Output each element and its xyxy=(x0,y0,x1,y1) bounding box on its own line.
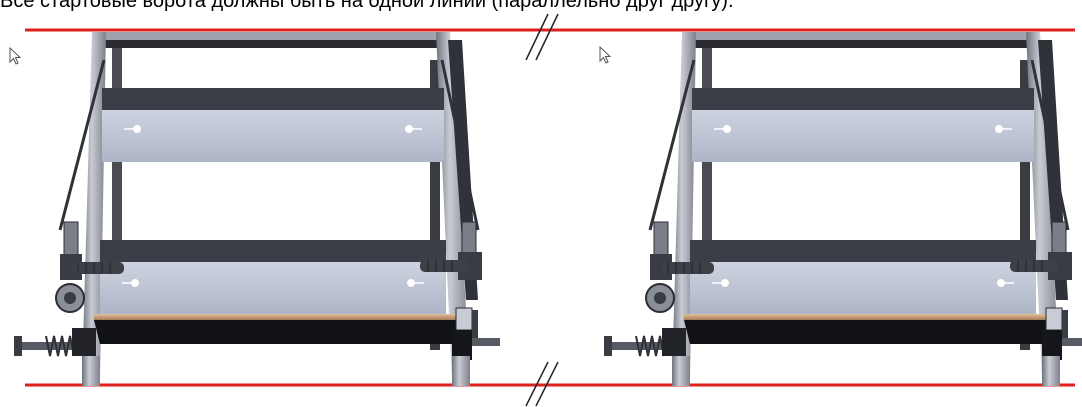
break-marks-icon xyxy=(525,361,559,407)
cursor-arrow-icon xyxy=(599,46,611,64)
caption-text: Все стартовые ворота должны быть на одно… xyxy=(0,0,734,12)
break-marks-icon xyxy=(525,13,559,61)
starting-gate-right xyxy=(602,30,1082,388)
starting-gate-left xyxy=(12,30,502,388)
cursor-arrow-icon xyxy=(9,47,21,65)
